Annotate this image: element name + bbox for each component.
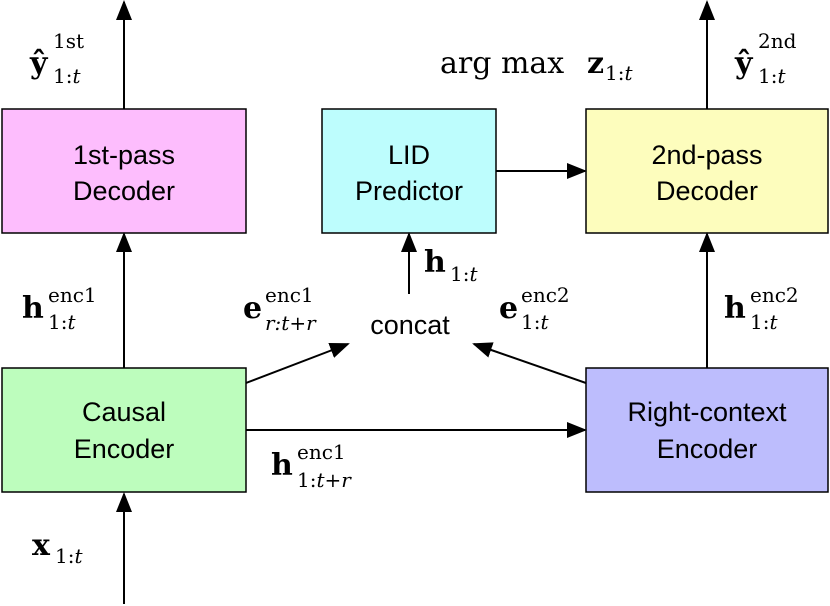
right-context-encoder-rect	[585, 367, 829, 493]
h-enc1-bottom-label: h enc1 1:t+r	[271, 440, 352, 492]
y-hat-2nd-base: ŷ	[734, 46, 754, 81]
e-enc1-sup: enc1	[265, 283, 314, 307]
causal-encoder-label-line1: Causal	[82, 397, 166, 427]
e-enc1-base: e	[243, 291, 262, 326]
x-input-sub: 1:t	[55, 544, 83, 568]
h-enc1-left-base: h	[22, 291, 44, 326]
e-enc1-label: e enc1 r:t+r	[243, 283, 317, 335]
h-enc1-bottom-sup: enc1	[297, 440, 346, 464]
h-enc1-left-sup: enc1	[48, 283, 97, 307]
h-enc2-right-sup: enc2	[750, 283, 799, 307]
first-pass-decoder-rect	[1, 108, 247, 234]
argmax-op: arg max	[440, 46, 564, 81]
e-enc2-sup: enc2	[521, 283, 570, 307]
lid-predictor-label-line1: LID	[388, 140, 430, 170]
concat-label: concat	[370, 310, 450, 340]
e-enc2-label: e enc2 1:t	[499, 283, 570, 334]
second-pass-decoder-label-line2: Decoder	[656, 176, 758, 206]
e-enc2-base: e	[499, 291, 518, 326]
h-enc1-left-sub: 1:t	[48, 310, 76, 334]
first-pass-decoder-label-line2: Decoder	[73, 176, 175, 206]
lid-predictor-box: LID Predictor	[321, 108, 497, 234]
argmax-sub: 1:t	[605, 61, 633, 85]
h-enc2-right-sub: 1:t	[750, 310, 778, 334]
second-pass-decoder-rect	[585, 108, 829, 234]
right-context-encoder-label-line1: Right-context	[627, 397, 787, 427]
argmax-label: arg max z 1:t	[440, 46, 633, 85]
e-enc2-sub: 1:t	[521, 310, 549, 334]
first-pass-decoder-label-line1: 1st-pass	[73, 140, 175, 170]
h-lid-base: h	[424, 245, 446, 280]
x-input-base: x	[32, 528, 51, 563]
right-context-encoder-box: Right-context Encoder	[585, 367, 829, 493]
lid-predictor-label-line2: Predictor	[355, 176, 463, 206]
first-pass-decoder-box: 1st-pass Decoder	[1, 108, 247, 234]
causal-encoder-label-line2: Encoder	[74, 434, 175, 464]
argmax-base: z	[587, 46, 604, 81]
y-hat-1st-base: ŷ	[29, 46, 49, 81]
causal-encoder-rect	[1, 367, 247, 493]
second-pass-decoder-label-line1: 2nd-pass	[651, 140, 762, 170]
arrow-causal-to-concat	[245, 342, 350, 384]
h-enc1-bottom-base: h	[271, 448, 293, 483]
h-enc2-right-base: h	[724, 291, 746, 326]
lid-predictor-rect	[321, 108, 497, 234]
y-hat-2nd-sub: 1:t	[758, 64, 786, 88]
y-hat-1st-label: ŷ 1st 1:t	[29, 29, 84, 88]
h-lid-sub: 1:t	[450, 262, 478, 286]
second-pass-decoder-box: 2nd-pass Decoder	[585, 108, 829, 234]
y-hat-1st-sub: 1:t	[53, 64, 81, 88]
right-context-encoder-label-line2: Encoder	[657, 434, 758, 464]
h-enc2-right-label: h enc2 1:t	[724, 283, 799, 334]
arrow-rightctx-to-concat	[472, 342, 587, 384]
x-input-label: x 1:t	[32, 528, 83, 568]
causal-encoder-box: Causal Encoder	[1, 367, 247, 493]
h-lid-label: h 1:t	[424, 245, 478, 286]
h-enc1-bottom-sub: 1:t+r	[297, 468, 352, 492]
h-enc1-left-label: h enc1 1:t	[22, 283, 97, 334]
y-hat-2nd-label: ŷ 2nd 1:t	[734, 29, 797, 88]
e-enc1-sub: r:t+r	[265, 311, 317, 335]
y-hat-2nd-sup: 2nd	[758, 29, 797, 53]
y-hat-1st-sup: 1st	[53, 29, 84, 53]
